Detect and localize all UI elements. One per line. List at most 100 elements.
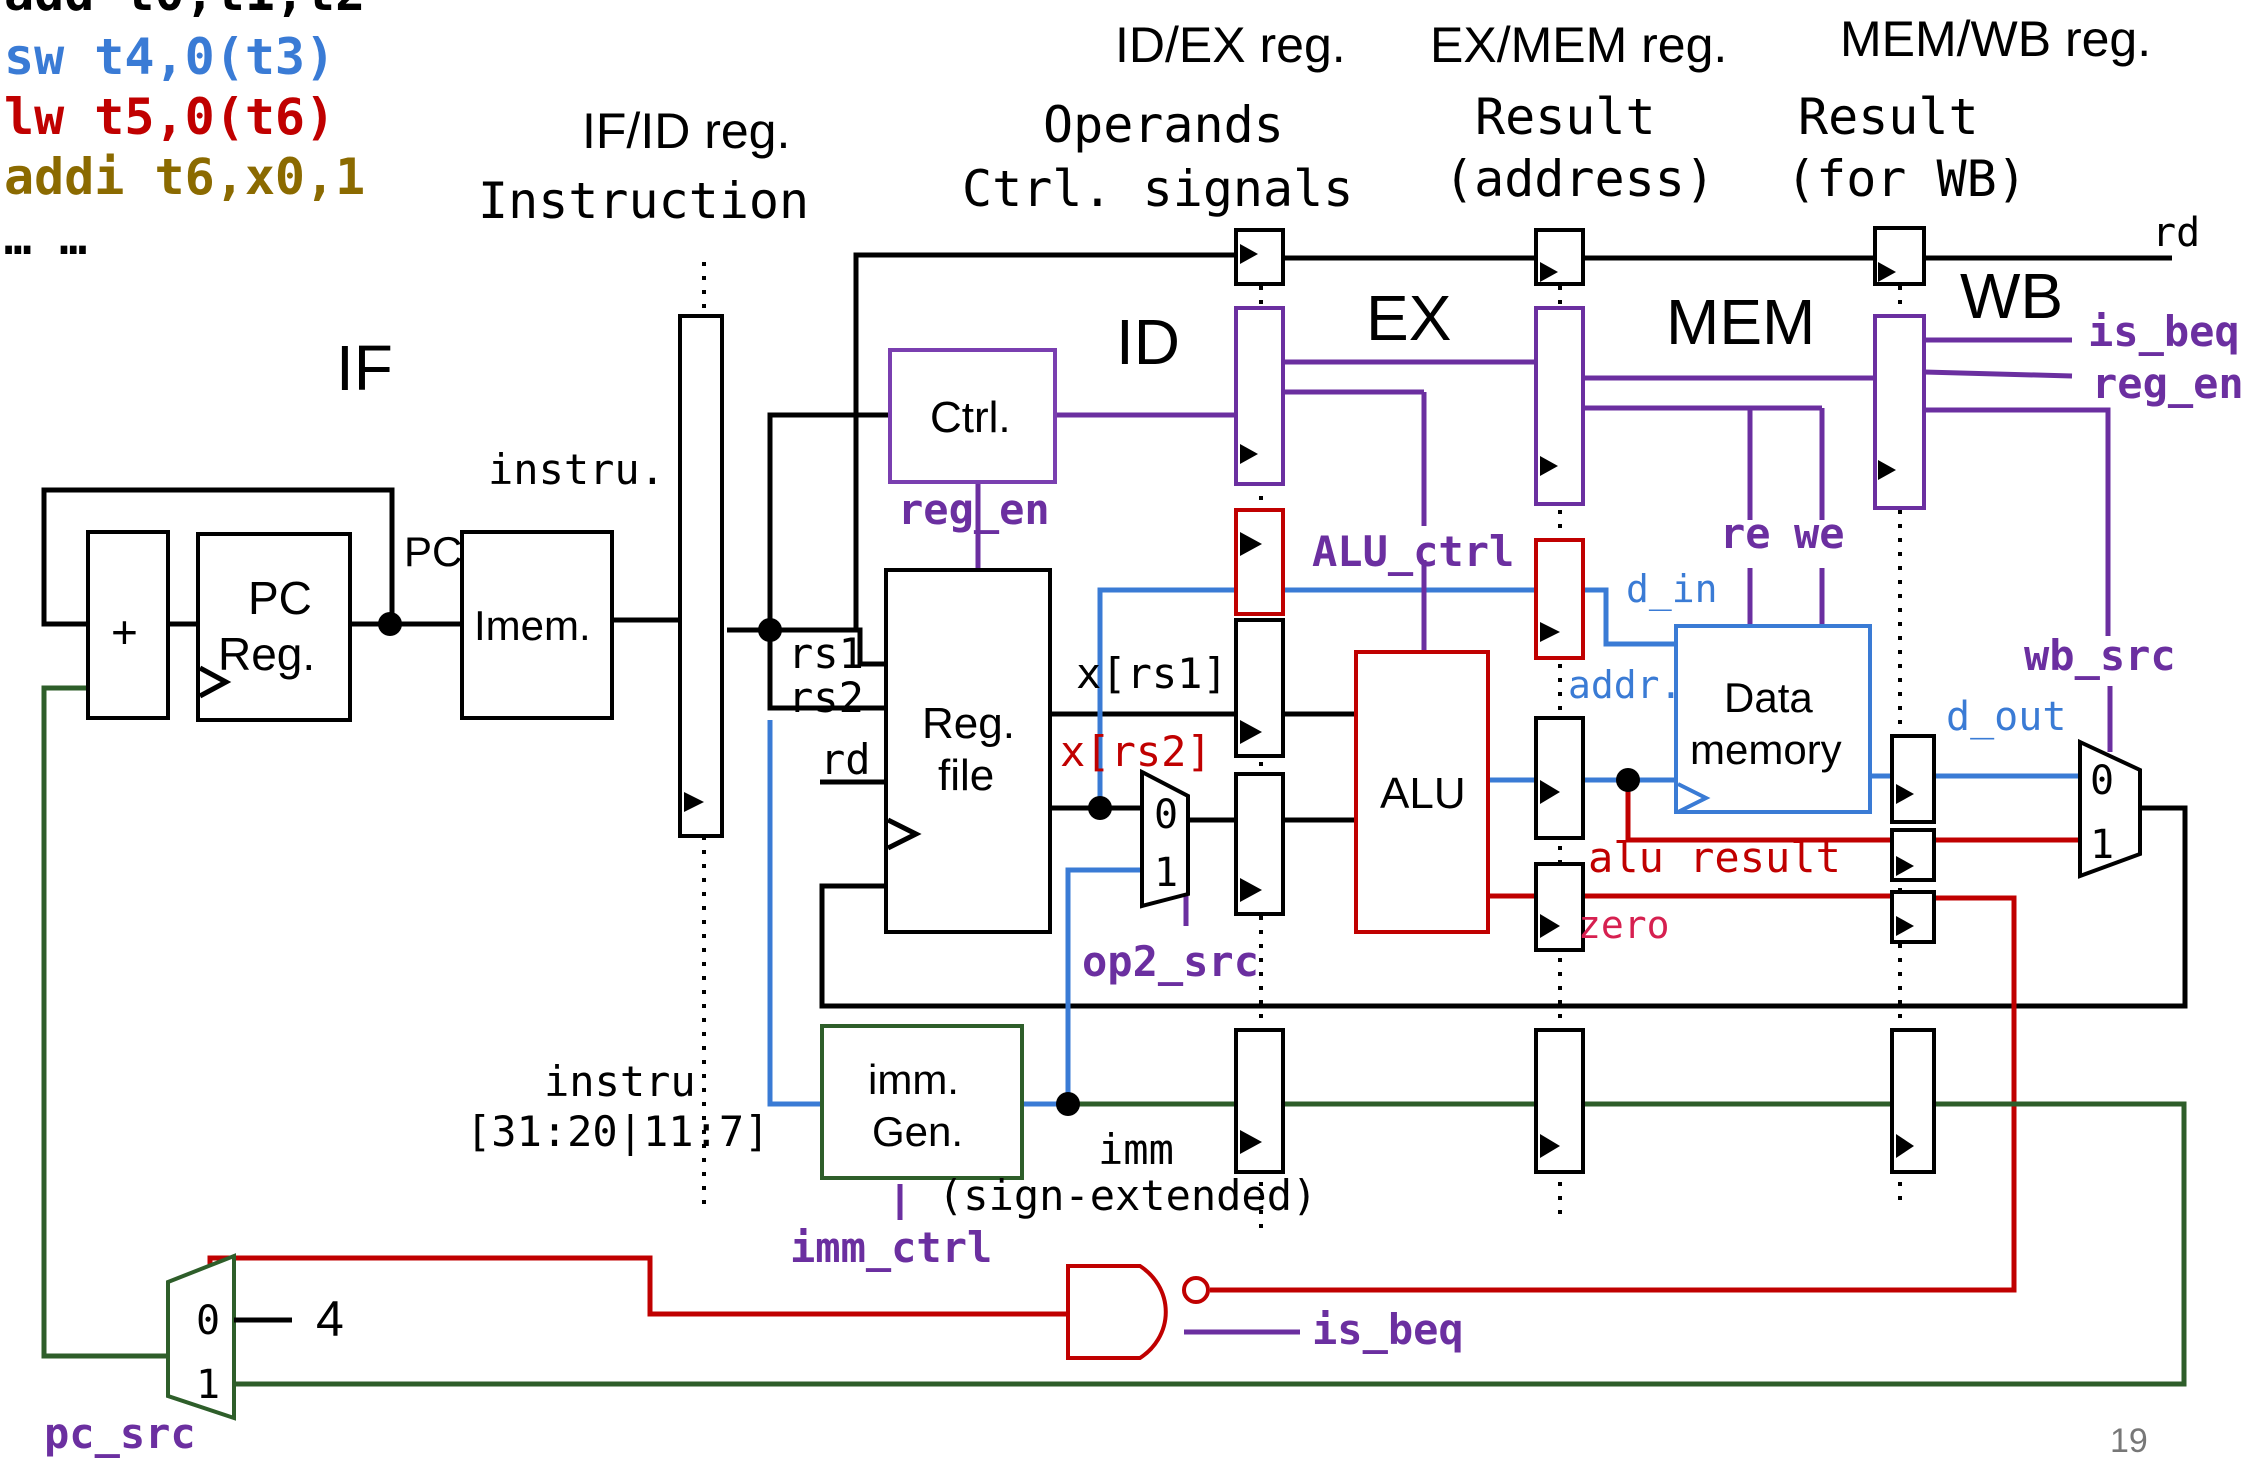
mem-wb-register (1873, 226, 1936, 1174)
alu-label: ALU (1380, 769, 1466, 818)
result-address-label-1: Result (1475, 88, 1656, 146)
code-line-addi: addi t6,x0,1 (4, 148, 365, 206)
imm-label: imm (1098, 1125, 1174, 1174)
instruction-memory (460, 530, 614, 720)
rd-top-label: rd (2152, 210, 2200, 256)
pc-junction (378, 612, 402, 636)
pc-mux-1: 1 (196, 1362, 220, 1408)
stage-mem-label: MEM (1666, 286, 1815, 358)
pc-reg-label-1: PC (248, 572, 312, 624)
wb-src-signal: wb_src (2024, 631, 2176, 680)
alu (1354, 650, 1490, 934)
if-id-clock-icon (684, 792, 704, 812)
we-signal: we (1794, 509, 1845, 558)
rs1-label: rs1 (788, 629, 864, 678)
op2-mux (1140, 768, 1190, 909)
register-file (884, 568, 1052, 934)
id-ex-reg-label: ID/EX reg. (1115, 17, 1346, 73)
x-rs2-junction (1088, 796, 1112, 820)
op2-src-signal: op2_src (1082, 937, 1259, 986)
green-wires (41, 685, 2187, 1387)
id-ex-register (1234, 228, 1285, 1174)
reg-en-signal: reg_en (898, 485, 1050, 534)
mem-wb-reg-label: MEM/WB reg. (1840, 11, 2151, 67)
pc-label: PC (404, 528, 462, 575)
stage-labels: IF ID EX MEM WB (336, 260, 2063, 404)
alu-result-label: alu result (1588, 833, 1841, 882)
wb-mux-1: 1 (2090, 822, 2114, 868)
ctrl-signals-label: Ctrl. signals (962, 160, 1353, 218)
regfile-label-1: Reg. (922, 699, 1015, 748)
pc-src-signal: pc_src (44, 1409, 196, 1458)
instru-label: instru. (488, 445, 665, 494)
reg-en-top-signal: reg_en (2092, 359, 2244, 408)
dmem-clock-icon (1677, 782, 1711, 814)
instruction-bus-junction (758, 618, 782, 642)
zero-label: zero (1578, 903, 1670, 947)
imem-label: Imem. (474, 602, 591, 649)
if-id-register (678, 314, 724, 838)
code-listing: add t0,t1,t2 sw t4,0(t3) lw t5,0(t6) add… (4, 0, 365, 265)
stage-ex-label: EX (1366, 282, 1451, 354)
imm-junction (1056, 1092, 1080, 1116)
instru-bits-label-2: [31:20|11:7] (466, 1107, 769, 1156)
pc-reg-label-2: Reg. (218, 628, 315, 680)
is-beq-top-signal: is_beq (2088, 307, 2240, 356)
regfile-clock-icon (886, 817, 922, 851)
x-rs2-label: x[rs2] (1060, 727, 1212, 776)
wb-mux-0: 0 (2090, 758, 2114, 804)
regfile-label-2: file (938, 751, 994, 800)
if-id-reg-label: IF/ID reg. (582, 103, 790, 159)
stage-id-label: ID (1116, 306, 1180, 378)
result-wb-label-2: (for WB) (1786, 150, 2027, 208)
sign-extended-label: (sign-extended) (938, 1171, 1317, 1220)
alu-result-junction (1616, 768, 1640, 792)
code-line-add: add t0,t1,t2 (4, 0, 365, 22)
stage-if-label: IF (336, 332, 393, 404)
result-address-label-2: (address) (1444, 150, 1715, 208)
re-signal: re (1720, 509, 1771, 558)
rd-label: rd (820, 735, 871, 784)
result-wb-label-1: Result (1798, 88, 1979, 146)
immgen-label-2: Gen. (872, 1108, 963, 1155)
page-number: 19 (2110, 1422, 2148, 1459)
immgen-label-1: imm. (868, 1056, 959, 1103)
ex-mem-register (1534, 228, 1585, 1174)
and-gate-inverter-bubble (1182, 1276, 1210, 1304)
adder-label: + (111, 606, 138, 658)
branch-and-gate (1066, 1264, 1168, 1360)
rs2-label: rs2 (788, 673, 864, 722)
stage-wb-label: WB (1960, 260, 2063, 332)
dmem-label-1: Data (1724, 674, 1813, 721)
adder-block (86, 530, 170, 720)
control-unit (888, 348, 1057, 484)
imm-ctrl-signal: imm_ctrl (790, 1223, 992, 1272)
pc-mux-0: 0 (196, 1298, 220, 1344)
instru-bits-label-1: instru (544, 1057, 696, 1106)
is-beq-bottom-signal: is_beq (1312, 1305, 1464, 1354)
op2-mux-1: 1 (1154, 850, 1178, 896)
ex-mem-reg-label: EX/MEM reg. (1430, 17, 1727, 73)
code-line-ellipsis: … … (4, 211, 87, 265)
black-wires (41, 252, 2188, 1009)
instruction-label: Instruction (478, 172, 809, 230)
purple-wires (897, 337, 2113, 1335)
blue-wires (767, 587, 2078, 1107)
x-rs1-label: x[rs1] (1076, 649, 1228, 698)
d-out-label: d_out (1946, 694, 2066, 740)
op2-mux-0: 0 (1154, 792, 1178, 838)
const-4-label: 4 (316, 1291, 344, 1347)
addr-label: addr. (1568, 663, 1682, 707)
ctrl-label: Ctrl. (930, 393, 1011, 442)
operands-label: Operands (1043, 96, 1284, 154)
wb-mux (2078, 738, 2142, 879)
pc-reg-clock-icon (198, 665, 232, 699)
pc-src-mux (166, 1253, 236, 1421)
pc-register (196, 532, 352, 722)
alu-ctrl-signal: ALU_ctrl (1312, 527, 1514, 576)
immediate-generator (820, 1024, 1024, 1180)
data-memory (1674, 624, 1872, 814)
code-line-lw: lw t5,0(t6) (4, 88, 335, 146)
header-labels: ID/EX reg. EX/MEM reg. MEM/WB reg. IF/ID… (478, 11, 2151, 230)
